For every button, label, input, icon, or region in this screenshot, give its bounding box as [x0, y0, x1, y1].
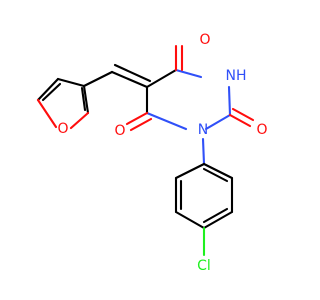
- atom-label-carbonyl-oxygen-right: O: [256, 122, 267, 138]
- chemical-structure-diagram: O O O O N NH Cl: [36, 32, 268, 274]
- bond: [202, 207, 229, 224]
- bond: [204, 113, 232, 131]
- bond: [145, 68, 178, 89]
- atom-label-carbonyl-oxygen-left: O: [114, 123, 125, 139]
- bond: [174, 210, 206, 230]
- bond: [82, 70, 114, 88]
- bond: [36, 98, 58, 129]
- atom-label-amide-nitrogen: N: [198, 122, 208, 138]
- bond: [202, 210, 234, 230]
- bond: [36, 77, 60, 102]
- atom-label-furan-oxygen: O: [57, 121, 68, 137]
- bond: [110, 70, 149, 89]
- methylidene-bridge: [82, 63, 152, 89]
- pyrimidinetrione-ring: [125, 44, 255, 132]
- bond: [202, 167, 229, 183]
- bond: [125, 111, 149, 126]
- bond: [174, 68, 203, 79]
- bond: [227, 85, 232, 117]
- bond: [56, 77, 86, 88]
- bond: [231, 107, 255, 122]
- bond: [41, 82, 62, 102]
- bond: [129, 117, 153, 132]
- bond: [80, 86, 87, 112]
- bond: [174, 162, 206, 180]
- bond: [202, 162, 234, 180]
- atom-label-carbonyl-oxygen-top: O: [199, 32, 210, 48]
- atom-label-chlorine: Cl: [197, 258, 211, 274]
- bond: [201, 137, 206, 166]
- bond: [113, 63, 152, 83]
- bond: [82, 84, 90, 115]
- furan-ring: [36, 77, 90, 130]
- bond: [69, 111, 90, 130]
- bond: [228, 113, 252, 128]
- atom-label-imide-nh: NH: [226, 68, 247, 84]
- chlorophenyl-ring: [174, 137, 234, 257]
- bond: [145, 111, 188, 131]
